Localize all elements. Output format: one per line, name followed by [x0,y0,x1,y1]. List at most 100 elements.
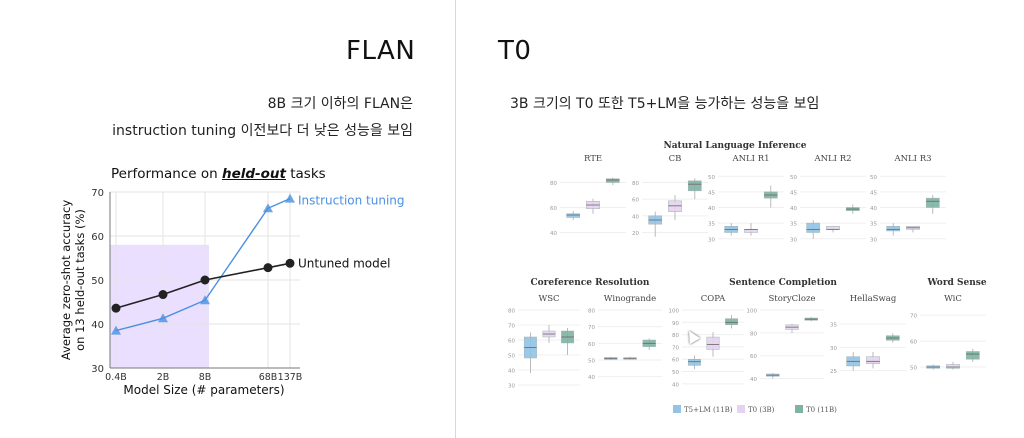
legend-label: T0 (3B) [748,406,775,414]
box-body [605,178,620,183]
panel-title: StoryCloze [768,294,815,304]
panel-ytick-label: 25 [830,369,837,375]
panel-ytick-label: 60 [672,358,679,364]
t0-heading: T0 [498,36,532,66]
flan-xtick-label: 2B [157,372,170,383]
box-body [744,229,758,233]
flan-y-axis-label-line2: on 13 held-out tasks (%) [73,209,87,351]
panel-ytick-label: 40 [550,231,557,237]
legend-swatch [795,405,803,413]
flan-xtick-label: 68B [259,372,278,383]
panel-ytick-label: 80 [750,331,757,337]
panel-title: HellaSwag [850,294,897,304]
legend-swatch [673,405,681,413]
panel-ytick-label: 45 [790,190,797,196]
panel-title: WSC [538,294,559,304]
flan-ytick-label: 50 [91,276,104,287]
panel-ytick-label: 80 [550,181,557,187]
flan-point-instruction-tuning [200,295,210,305]
panel-title: ANLI R3 [893,154,931,164]
panel-ytick-label: 80 [672,333,679,339]
flan-point-untuned-model [158,290,168,300]
panel-ytick-label: 35 [708,222,715,228]
flan-xtick-label: 8B [199,372,212,383]
panel-ytick-label: 40 [588,375,595,381]
panel-title: Winogrande [604,294,656,304]
box-body [566,213,581,218]
flan-heading: FLAN [346,36,416,66]
panel-ytick-label: 60 [550,206,557,212]
flan-x-axis-label: Model Size (# parameters) [123,383,284,397]
legend-label: T0 (11B) [806,406,837,414]
flan-ytick-label: 30 [91,364,104,375]
box-body [806,222,821,233]
panel-ytick-label: 50 [508,354,515,360]
panel-ytick-label: 60 [588,342,595,348]
flan-xtick-label: 137B [278,372,303,383]
panel-title: ANLI R1 [731,154,769,164]
panel-ytick-label: 50 [790,175,797,181]
panel-ytick-label: 35 [830,323,837,329]
flan-point-instruction-tuning [158,313,168,323]
panel-ytick-label: 50 [708,175,715,181]
box-body [946,364,960,369]
flan-point-untuned-model [285,258,295,268]
panel-ytick-label: 40 [870,206,877,212]
panel-ytick-label: 60 [632,198,639,204]
panel-title: CB [669,154,682,164]
panel-ytick-label: 40 [508,369,515,375]
panel-ytick-label: 70 [588,325,595,331]
panel-title: WiC [944,294,962,304]
panel-ytick-label: 80 [508,309,515,315]
box-body [687,180,702,192]
panel-ytick-label: 60 [910,340,917,346]
panel-hellaswag: HellaSwag 25 30 35 [830,294,906,375]
flan-ytick-label: 40 [91,320,104,331]
flan-point-untuned-model [111,303,121,313]
flan-point-instruction-tuning [111,325,121,335]
box-body [687,358,701,366]
panel-anli-r1: ANLI R1 30 35 40 45 50 [708,154,784,243]
flan-note-line2: instruction tuning 이전보다 더 낮은 성능을 보임 [112,123,413,139]
panel-ytick-label: 70 [910,314,917,320]
box-body [668,200,682,212]
flan-ytick-label: 60 [91,232,104,243]
panel-ytick-label: 20 [632,231,639,237]
panel-title: ANLI R2 [813,154,851,164]
flan-chart-title-emphasis: held-out [221,166,286,182]
panel-ytick-label: 30 [870,237,877,243]
box-body [866,356,880,364]
panel-ytick-label: 40 [672,382,679,388]
panel-ytick-label: 30 [830,346,837,352]
panel-ytick-label: 50 [910,366,917,372]
panel-rte: RTE 40 60 80 [550,154,626,237]
group-title: Word Sense [926,278,986,288]
panel-title: RTE [584,154,602,164]
panel-ytick-label: 30 [708,237,715,243]
legend-label: T5+LM (11B) [684,406,733,414]
panel-ytick-label: 70 [508,324,515,330]
panel-ytick-label: 35 [870,222,877,228]
flan-series-label: Instruction tuning [298,194,405,208]
panel-ytick-label: 30 [508,384,515,390]
panel-ytick-label: 100 [747,309,758,315]
flan-shaded-region [110,244,209,368]
box-body [725,318,739,326]
flan-point-untuned-model [263,263,273,273]
panel-ytick-label: 70 [672,345,679,351]
panel-wic: WiC 50 60 70 [910,294,986,372]
panel-title: COPA [701,294,726,304]
box-body [706,336,720,350]
panel-ytick-label: 45 [708,190,715,196]
panel-ytick-label: 40 [790,206,797,212]
panel-ytick-label: 40 [708,206,715,212]
flan-note: 8B 크기 이하의 FLAN은 instruction tuning 이전보다 … [112,91,413,145]
group-title: Natural Language Inference [664,141,807,151]
panel-ytick-label: 35 [790,222,797,228]
